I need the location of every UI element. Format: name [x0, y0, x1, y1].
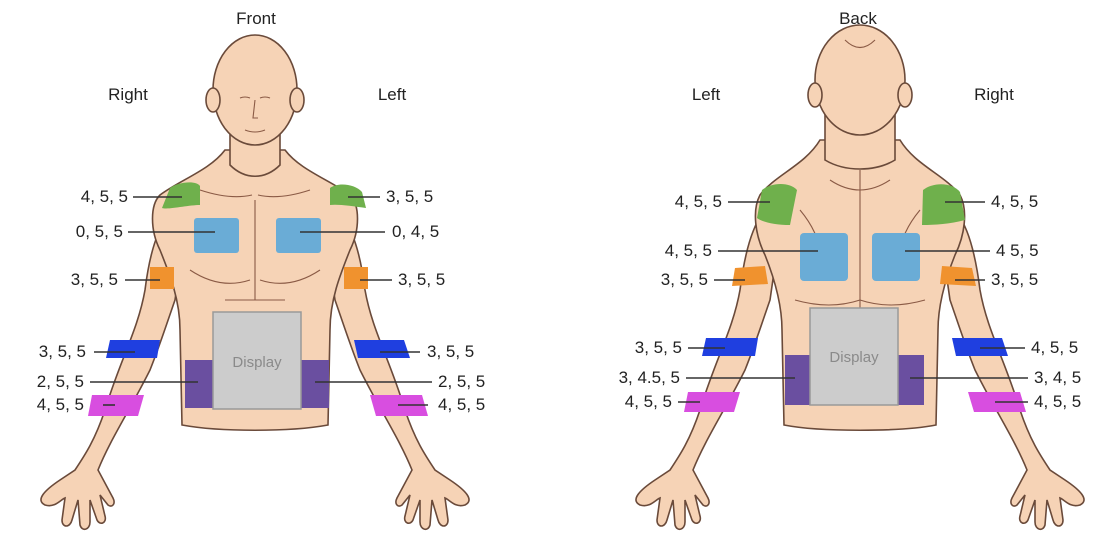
front-right-waist-band: [185, 360, 213, 408]
back-right-back-patch: [872, 233, 920, 281]
back-left-back-value: 4, 5, 5: [665, 241, 712, 260]
back-side-right-label: Right: [974, 85, 1014, 104]
front-right-forearm-band: [106, 340, 160, 358]
back-right-shoulder-value: 4, 5, 5: [991, 192, 1038, 211]
back-left-wrist-value: 4, 5, 5: [625, 392, 672, 411]
back-left-shoulder-patch: [757, 184, 797, 225]
back-left-back-patch: [800, 233, 848, 281]
back-right-waist-band: [898, 355, 924, 405]
back-right-forearm-value: 4, 5, 5: [1031, 338, 1078, 357]
front-left-waist-value: 2, 5, 5: [438, 372, 485, 391]
back-left-forearm-value: 3, 5, 5: [635, 338, 682, 357]
front-left-chest-patch: [276, 218, 321, 253]
back-left-forearm-band: [702, 338, 758, 356]
front-right-wrist-band: [88, 395, 144, 416]
front-side-left-label: Left: [378, 85, 407, 104]
back-left-shoulder-value: 4, 5, 5: [675, 192, 722, 211]
front-left-shoulder-value: 3, 5, 5: [386, 187, 433, 206]
front-right-chest-value: 0, 5, 5: [76, 222, 123, 241]
front-left-chest-value: 0, 4, 5: [392, 222, 439, 241]
front-title: Front: [236, 9, 276, 28]
back-display-label: Display: [829, 349, 879, 366]
front-right-wrist-value: 4, 5, 5: [37, 395, 84, 414]
front-side-right-label: Right: [108, 85, 148, 104]
front-right-forearm-value: 3, 5, 5: [39, 342, 86, 361]
front-display-label: Display: [232, 354, 282, 371]
back-right-waist-value: 3, 4, 5: [1034, 368, 1081, 387]
front-left-upper-arm-value: 3, 5, 5: [398, 270, 445, 289]
front-left-wrist-value: 4, 5, 5: [438, 395, 485, 414]
front-left-forearm-band: [354, 340, 410, 358]
front-left-upper-arm-patch: [344, 267, 368, 289]
back-right-upper-arm-value: 3, 5, 5: [991, 270, 1038, 289]
back-right-forearm-band: [952, 338, 1008, 356]
back-left-waist-value: 3, 4.5, 5: [619, 368, 680, 387]
back-left-upper-arm-value: 3, 5, 5: [661, 270, 708, 289]
back-right-wrist-value: 4, 5, 5: [1034, 392, 1081, 411]
back-right-upper-arm-patch: [940, 266, 976, 286]
back-left-waist-band: [785, 355, 811, 405]
front-right-upper-arm-value: 3, 5, 5: [71, 270, 118, 289]
back-head: [815, 25, 905, 135]
front-left-forearm-value: 3, 5, 5: [427, 342, 474, 361]
back-side-left-label: Left: [692, 85, 721, 104]
front-right-shoulder-value: 4, 5, 5: [81, 187, 128, 206]
front-head: [213, 35, 297, 145]
front-left-waist-band: [301, 360, 329, 408]
front-right-waist-value: 2, 5, 5: [37, 372, 84, 391]
front-right-upper-arm-patch: [150, 267, 174, 289]
front-right-shoulder-patch: [162, 182, 200, 208]
front-right-chest-patch: [194, 218, 239, 253]
back-left-upper-arm-patch: [732, 266, 768, 286]
back-title: Back: [839, 9, 877, 28]
back-right-back-value: 4 5, 5: [996, 241, 1039, 260]
back-right-shoulder-patch: [922, 184, 965, 225]
